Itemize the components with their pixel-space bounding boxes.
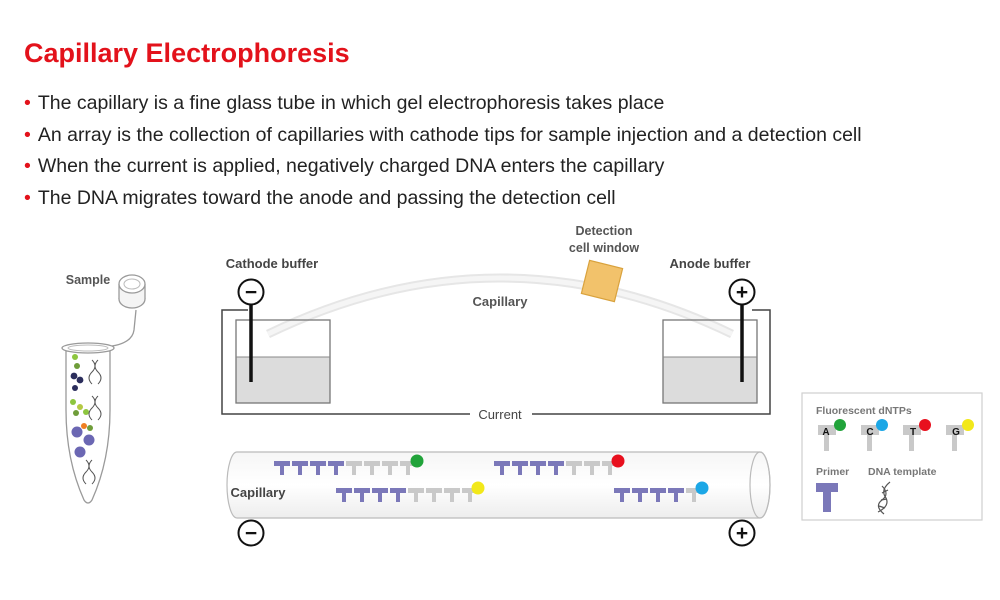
sample-contents <box>70 354 95 458</box>
primer-icon <box>816 483 838 512</box>
base-dot <box>876 419 888 431</box>
page-title: Capillary Electrophoresis <box>24 38 350 68</box>
base-letter: C <box>866 427 873 438</box>
template-helix-icons <box>82 359 102 485</box>
bullet-text: The DNA migrates toward the anode and pa… <box>37 186 616 209</box>
detection-label-line1: Detection <box>576 224 633 238</box>
legend-base-a: A <box>818 419 846 451</box>
capillary-top-label: Capillary <box>473 294 529 309</box>
capillary-setup: Cathode buffer Anode buffer Detection ce… <box>221 224 771 422</box>
detection-cell-window <box>580 259 624 303</box>
sample-tube: Sample <box>61 273 146 504</box>
minus-symbol: − <box>245 281 257 304</box>
base-dot <box>834 419 846 431</box>
tube-plus-icon: + <box>728 519 756 547</box>
cathode-buffer-label: Cathode buffer <box>226 256 318 271</box>
tube-cap <box>118 274 146 309</box>
base-dot <box>919 419 931 431</box>
legend-primer-label: Primer <box>816 466 849 478</box>
dna-fragment <box>494 454 625 475</box>
capillary-tube-detail: Capillary <box>226 451 771 547</box>
legend-base-c: C <box>861 419 888 451</box>
legend-box: Fluorescent dNTPs A C T G Primer DNA tem… <box>801 392 983 521</box>
dna-fragment <box>336 481 485 502</box>
bullet-item: • The DNA migrates toward the anode and p… <box>24 183 862 215</box>
bullet-item: • When the current is applied, negatively… <box>24 151 862 183</box>
anode-plus-icon: + <box>728 278 756 306</box>
anode-buffer-label: Anode buffer <box>670 256 751 271</box>
current-label: Current <box>478 407 522 422</box>
base-letter: G <box>952 427 960 438</box>
dna-fragment <box>274 454 424 475</box>
bullet-dot: • <box>24 92 31 114</box>
bullet-dot: • <box>24 186 31 209</box>
base-letter: T <box>910 427 916 438</box>
tube-minus-icon: − <box>237 519 265 547</box>
dna-template-icon <box>877 481 891 515</box>
bullet-text: When the current is applied, negatively … <box>37 155 665 177</box>
bullet-text: The capillary is a fine glass tube in wh… <box>37 92 665 114</box>
base-dot <box>962 419 974 431</box>
cathode-minus-icon: − <box>237 278 265 306</box>
sample-label: Sample <box>66 273 111 287</box>
plus-symbol: + <box>736 522 748 545</box>
legend-template-label: DNA template <box>868 466 937 478</box>
tube-hinge <box>103 309 137 348</box>
detection-label-line2: cell window <box>569 241 639 255</box>
circuit-line <box>221 309 771 415</box>
bullet-dot: • <box>24 123 31 146</box>
legend-base-g: G <box>946 419 974 451</box>
base-letter: A <box>822 427 829 438</box>
bullet-item: • The capillary is a fine glass tube in w… <box>24 88 862 120</box>
dna-fragment <box>614 481 709 502</box>
capillary-bottom-label: Capillary <box>231 485 287 500</box>
legend-title: Fluorescent dNTPs <box>816 405 912 417</box>
plus-symbol: + <box>736 281 748 304</box>
bullet-item: • An array is the collection of capillari… <box>24 120 862 152</box>
legend-base-t: T <box>903 419 931 451</box>
bullet-list: • The capillary is a fine glass tube in w… <box>24 88 862 214</box>
bullet-text: An array is the collection of capillarie… <box>37 123 862 146</box>
bullet-dot: • <box>24 155 31 177</box>
minus-symbol: − <box>245 522 257 545</box>
